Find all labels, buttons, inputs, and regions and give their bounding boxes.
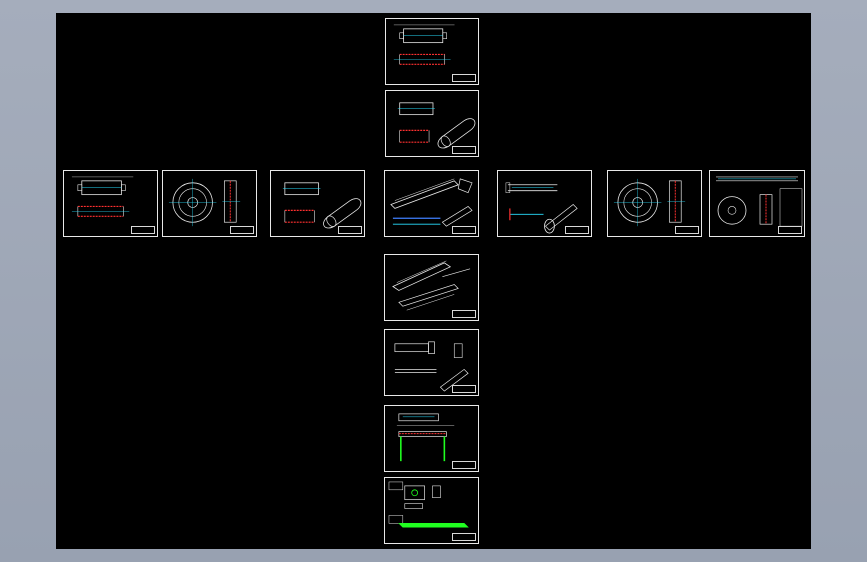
drawing-sheet-right-3[interactable] bbox=[709, 170, 805, 237]
sheet-drawing bbox=[613, 178, 686, 227]
drawing-sheet-bottom-3[interactable] bbox=[384, 405, 479, 472]
title-block bbox=[452, 533, 476, 541]
drawing-sheet-bottom-4[interactable] bbox=[384, 477, 479, 544]
title-block bbox=[338, 226, 362, 234]
sheet-drawing bbox=[505, 182, 578, 234]
drawing-sheet-bottom-1[interactable] bbox=[384, 254, 479, 321]
title-block bbox=[452, 310, 476, 318]
drawing-sheet-right-1[interactable] bbox=[497, 170, 592, 237]
drawing-sheet-bottom-2[interactable] bbox=[384, 329, 479, 396]
drawing-sheet-right-2[interactable] bbox=[607, 170, 702, 237]
title-block bbox=[778, 226, 802, 234]
sheet-drawing bbox=[71, 176, 134, 217]
sheet-drawing bbox=[396, 413, 455, 462]
title-block bbox=[131, 226, 155, 234]
drawing-sheet-left-3[interactable] bbox=[270, 170, 365, 237]
sheet-drawing bbox=[397, 102, 476, 149]
title-block bbox=[452, 146, 476, 154]
drawing-sheet-roller-top[interactable] bbox=[385, 18, 479, 85]
title-block bbox=[565, 226, 589, 234]
sheet-drawing bbox=[392, 260, 471, 311]
drawing-sheet-left-1[interactable] bbox=[63, 170, 158, 237]
sheet-drawing bbox=[282, 182, 362, 229]
title-block bbox=[230, 226, 254, 234]
sheet-drawing bbox=[388, 481, 469, 528]
title-block bbox=[452, 226, 476, 234]
sheet-drawing bbox=[716, 176, 803, 227]
sheet-drawing bbox=[168, 178, 241, 227]
drawing-sheet-roller-iso[interactable] bbox=[385, 90, 479, 157]
drawing-sheet-left-2[interactable] bbox=[162, 170, 257, 237]
title-block bbox=[452, 74, 476, 82]
title-block bbox=[452, 385, 476, 393]
drawing-sheet-center[interactable] bbox=[384, 170, 479, 237]
sheet-drawing bbox=[394, 341, 469, 392]
drawing-canvas[interactable] bbox=[56, 13, 811, 549]
title-block bbox=[675, 226, 699, 234]
sheet-drawing bbox=[393, 24, 455, 65]
sheet-drawing bbox=[390, 178, 473, 227]
title-block bbox=[452, 461, 476, 469]
